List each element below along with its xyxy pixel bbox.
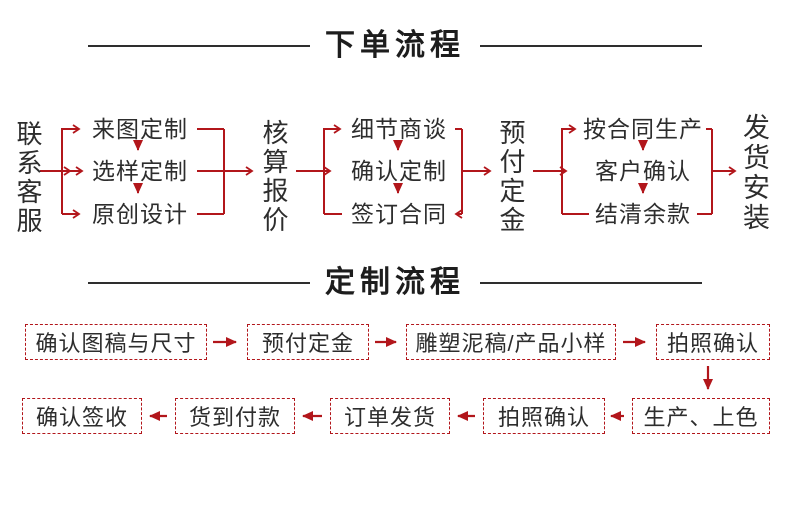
step-box-confirm-draft-size: 确认图稿与尺寸 (25, 324, 207, 360)
step-box-pay-on-delivery: 货到付款 (175, 398, 295, 434)
step-box-clay-draft-sample: 雕塑泥稿/产品小样 (406, 324, 616, 360)
title-line-left (88, 44, 310, 47)
step-box-prepay-deposit: 预付定金 (247, 324, 369, 360)
flow-item-discuss-details: 细节商谈 (351, 116, 447, 142)
group1-left-bracket (61, 124, 84, 219)
step-box-order-shipped: 订单发货 (330, 398, 450, 434)
flow-item-produce-per-contract: 按合同生产 (583, 116, 703, 142)
flow-item-confirm-custom: 确认定制 (351, 158, 447, 184)
step-box-produce-color: 生产、上色 (632, 398, 770, 434)
group2-right-bracket (454, 128, 463, 219)
flow-item-settle-balance: 结清余款 (595, 201, 691, 227)
order-process-title: 下单流程 (325, 29, 465, 62)
flow-item-custom-from-sample: 选样定制 (92, 158, 188, 184)
flow-node-prepay-deposit: 预付定金 (496, 119, 526, 235)
title-line-right (480, 44, 702, 47)
custom-process-title-row: 定制流程 (0, 266, 790, 299)
title-line-left (88, 281, 310, 284)
flow-item-customer-confirm: 客户确认 (595, 158, 691, 184)
custom-process-title: 定制流程 (325, 266, 465, 299)
group1-right-bracket (197, 128, 225, 215)
step-box-photo-confirm-2: 拍照确认 (483, 398, 605, 434)
flow-item-custom-from-picture: 来图定制 (92, 116, 188, 142)
flow-node-ship-install: 发货安装 (739, 113, 769, 233)
flow-item-sign-contract: 签订合同 (351, 201, 447, 227)
flow-node-calc-quote: 核算报价 (259, 119, 289, 235)
flow-item-original-design: 原创设计 (92, 201, 188, 227)
step-box-photo-confirm-1: 拍照确认 (656, 324, 770, 360)
flow-node-contact-service: 联系客服 (13, 120, 43, 236)
step-box-confirm-receipt: 确认签收 (22, 398, 142, 434)
group2-left-bracket (323, 124, 342, 215)
order-process-title-row: 下单流程 (0, 29, 790, 62)
title-line-right (480, 281, 702, 284)
